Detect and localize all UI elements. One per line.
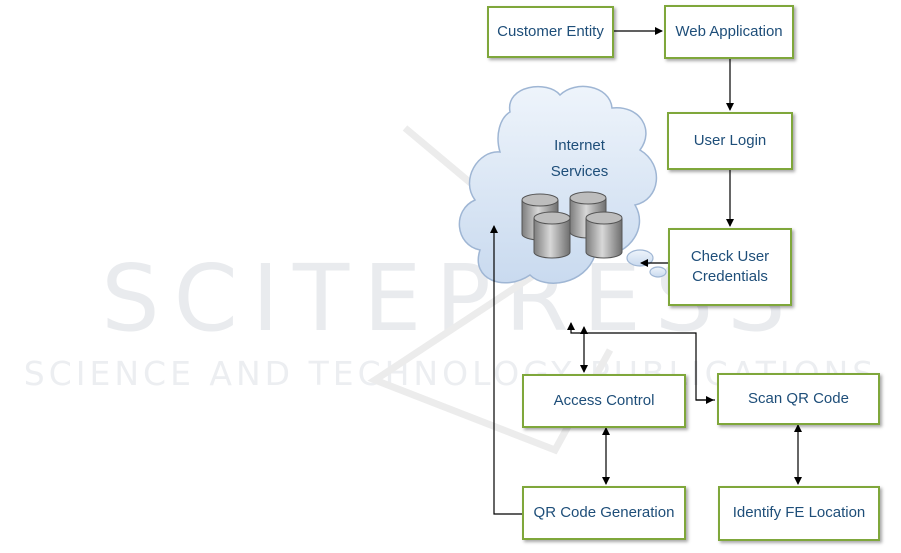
check-user-credentials-box: Check User Credentials bbox=[668, 228, 792, 306]
cloud-label: Internet Services bbox=[532, 133, 627, 186]
customer-entity-box: Customer Entity bbox=[487, 6, 614, 58]
access-control-box: Access Control bbox=[522, 374, 686, 428]
cloud-label-line1: Internet bbox=[532, 133, 627, 159]
identify-fe-location-box: Identify FE Location bbox=[718, 486, 880, 541]
cloud-label-line2: Services bbox=[532, 159, 627, 185]
user-login-box: User Login bbox=[667, 112, 793, 170]
scan-qr-code-box: Scan QR Code bbox=[717, 373, 880, 425]
qr-code-generation-box: QR Code Generation bbox=[522, 486, 686, 540]
web-application-box: Web Application bbox=[664, 5, 794, 59]
